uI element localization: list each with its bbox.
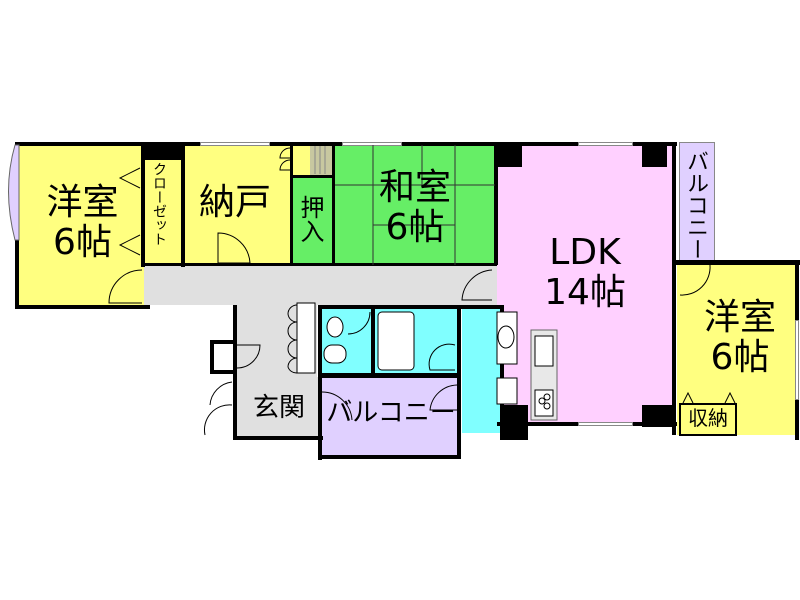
closet <box>144 160 182 263</box>
window <box>795 320 799 400</box>
western-room-left <box>18 145 144 307</box>
western-room-right-name: 洋室 <box>703 297 776 338</box>
window <box>200 142 270 146</box>
japanese-room <box>335 145 495 265</box>
western-room-left-name: 洋室 <box>46 182 119 223</box>
entrance <box>237 377 319 437</box>
closet-label: クローゼット <box>151 162 167 246</box>
japanese-room-size: 6帖 <box>385 207 445 248</box>
window <box>578 142 633 146</box>
ldk <box>497 145 675 425</box>
ldk-name: LDK <box>549 232 621 273</box>
storage-label: 収納 <box>688 406 728 430</box>
closet-top-small <box>292 145 310 175</box>
storage <box>679 403 737 436</box>
ldk-size: 14帖 <box>544 272 626 313</box>
balcony-right <box>679 142 715 262</box>
balcony-bottom-label: バルコニー <box>326 398 456 428</box>
western-room-left-size: 6帖 <box>53 222 112 263</box>
balcony-right-label: バルコニー <box>683 150 708 260</box>
window <box>342 142 402 146</box>
japanese-room-name: 和室 <box>378 167 451 208</box>
oshiire <box>293 178 333 265</box>
oshiire-label: 押入 <box>296 195 324 243</box>
entrance-label: 玄関 <box>252 393 305 423</box>
western-room-right-size: 6帖 <box>710 337 770 378</box>
storage-room <box>184 145 292 265</box>
window <box>578 422 633 426</box>
storage-room-name: 納戸 <box>198 182 271 223</box>
washroom <box>462 308 500 433</box>
balcony-bottom <box>322 378 460 456</box>
corridor <box>144 265 497 305</box>
